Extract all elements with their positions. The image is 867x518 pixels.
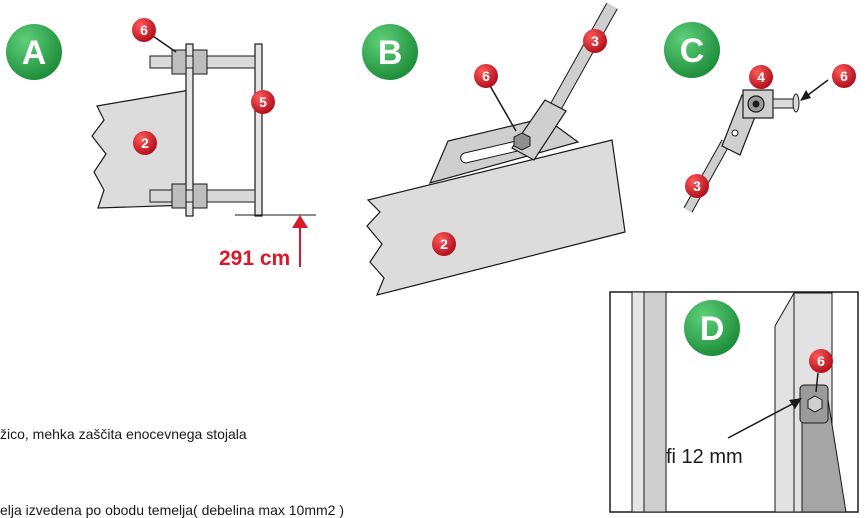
badge-a: A [6,24,62,80]
panel-a [91,33,316,267]
svg-text:4: 4 [757,69,765,85]
arrow-c [800,90,811,101]
badge-c-6: 6 [832,64,856,88]
svg-text:3: 3 [591,33,599,49]
panel-b [366,2,626,296]
badge-b-3: 3 [583,29,607,53]
panel-c [683,79,829,213]
note-line-2: elja izvedena po obodu temelja( debelina… [0,502,344,518]
badge-a-5: 5 [251,90,275,114]
badge-d: D [684,300,740,356]
svg-text:3: 3 [693,178,701,194]
badge-a-6: 6 [132,18,156,42]
beam-b [366,139,626,296]
panel-d [609,291,859,513]
bolt-hex [513,132,531,151]
badge-b-2: 2 [432,232,456,256]
svg-text:2: 2 [440,236,448,252]
nuts-a [171,49,208,209]
badge-c-4: 4 [749,65,773,89]
svg-text:B: B [378,34,403,72]
svg-text:D: D [700,310,725,348]
arrow-d [789,398,802,409]
badge-c: C [664,22,720,78]
arrow-up [292,215,308,228]
svg-text:6: 6 [840,68,848,84]
svg-text:6: 6 [140,22,148,38]
badge-a-2: 2 [133,131,157,155]
diameter-label: fi 12 mm [666,446,743,468]
badge-b-6: 6 [474,64,498,88]
note-line-1: žico, mehka zaščita enocevnega stojala [0,426,247,442]
svg-text:6: 6 [482,68,490,84]
inner-plate [185,43,194,217]
plate-5 [254,43,263,217]
badge-c-3: 3 [685,174,709,198]
badge-d-6: 6 [809,349,833,373]
svg-text:2: 2 [141,135,149,151]
svg-text:A: A [22,34,47,72]
svg-text:C: C [680,32,705,70]
svg-text:5: 5 [259,94,267,110]
badge-b: B [362,24,418,80]
svg-text:6: 6 [817,353,825,369]
measurement-label: 291 cm [219,247,290,270]
